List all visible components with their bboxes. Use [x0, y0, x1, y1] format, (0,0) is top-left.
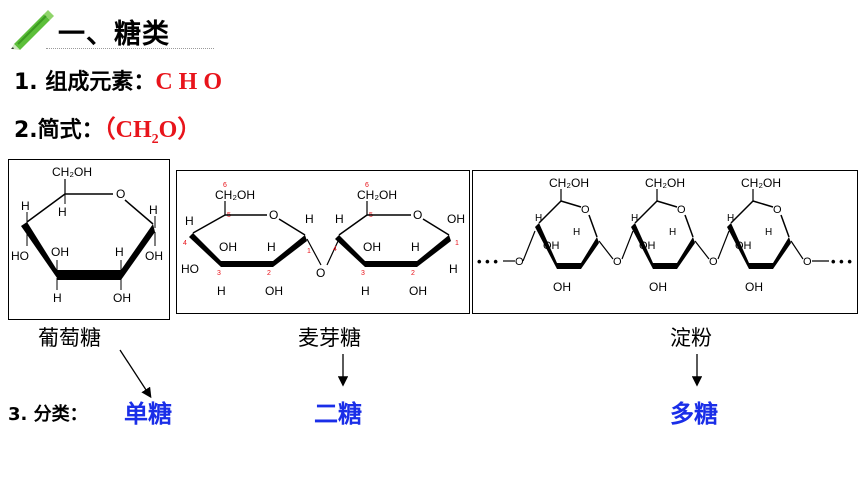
svg-text:H: H — [21, 199, 30, 213]
svg-text:O: O — [613, 256, 622, 268]
svg-text:H: H — [669, 227, 676, 238]
svg-text:3: 3 — [361, 270, 365, 277]
section-title: 一、糖类 — [58, 19, 170, 50]
glucose-structure: CH₂OH O H H HO OH H H OH H OH — [11, 165, 163, 305]
svg-text:H: H — [411, 240, 420, 254]
glucose-name: 葡萄糖 — [38, 326, 101, 350]
svg-text:H: H — [53, 291, 62, 305]
svg-text:OH: OH — [409, 284, 427, 298]
svg-text:CH₂OH: CH₂OH — [215, 188, 255, 202]
svg-text:H: H — [58, 205, 67, 219]
svg-text:H: H — [149, 203, 158, 217]
polysaccharide-label: 多糖 — [670, 400, 718, 428]
glucose-structure-box: CH₂OH O H H HO OH H H OH H OH — [8, 159, 170, 320]
svg-text:O: O — [773, 204, 782, 216]
svg-text:HO: HO — [181, 262, 199, 276]
formula-label: 2.简式： — [14, 118, 104, 143]
maltose-name: 麦芽糖 — [298, 326, 361, 350]
svg-text:OH: OH — [649, 280, 667, 294]
svg-text:H: H — [727, 213, 734, 224]
svg-text:O: O — [413, 208, 422, 222]
svg-text:H: H — [449, 262, 458, 276]
arrow-glucose — [119, 349, 152, 399]
svg-text:OH: OH — [745, 280, 763, 294]
svg-text:1: 1 — [455, 240, 459, 247]
svg-text:4: 4 — [333, 246, 337, 253]
svg-text:CH₂OH: CH₂OH — [357, 188, 397, 202]
svg-text:H: H — [631, 213, 638, 224]
svg-text:OH: OH — [735, 240, 752, 252]
svg-text:OH: OH — [553, 280, 571, 294]
svg-text:CH₂OH: CH₂OH — [549, 176, 589, 190]
svg-text:• • •: • • • — [831, 254, 852, 269]
starch-structure-box: • • • • • • CH₂OH O OH OH H H CH₂OH O — [472, 170, 858, 314]
svg-text:H: H — [267, 240, 276, 254]
svg-text:CH₂OH: CH₂OH — [645, 176, 685, 190]
glucose-ring-o: O — [116, 187, 125, 201]
svg-text:H: H — [535, 213, 542, 224]
svg-text:OH: OH — [639, 240, 656, 252]
svg-text:OH: OH — [113, 291, 131, 305]
svg-text:3: 3 — [217, 270, 221, 277]
svg-text:CH₂OH: CH₂OH — [741, 176, 781, 190]
svg-text:H: H — [765, 227, 772, 238]
svg-text:OH: OH — [447, 212, 465, 226]
elements-value: C H O — [155, 69, 222, 95]
glucose-ch2oh: CH₂OH — [52, 165, 92, 179]
svg-text:H: H — [305, 212, 314, 226]
svg-text:2: 2 — [411, 270, 415, 277]
svg-text:OH: OH — [219, 240, 237, 254]
svg-text:OH: OH — [145, 249, 163, 263]
title-underline — [46, 48, 214, 49]
formula-value: （CH2O） — [103, 117, 202, 147]
svg-text:• • •: • • • — [477, 254, 498, 269]
starch-structure: • • • • • • CH₂OH O OH OH H H CH₂OH O — [477, 176, 852, 294]
svg-text:4: 4 — [183, 240, 187, 247]
svg-text:H: H — [217, 284, 226, 298]
maltose-structure-box: CH₂OH 6 5 O 4 3 2 1 H HO OH H H OH H O C… — [176, 170, 470, 314]
svg-text:O: O — [709, 256, 718, 268]
monosaccharide-label: 单糖 — [124, 400, 172, 428]
svg-text:OH: OH — [265, 284, 283, 298]
svg-text:O: O — [515, 256, 524, 268]
elements-line: 1. 组成元素：C H O — [14, 64, 222, 96]
svg-text:O: O — [677, 204, 686, 216]
pencil-icon — [11, 10, 54, 50]
maltose-structure: CH₂OH 6 5 O 4 3 2 1 H HO OH H H OH H O C… — [181, 182, 465, 298]
svg-text:H: H — [115, 245, 124, 259]
svg-text:OH: OH — [51, 245, 69, 259]
svg-text:OH: OH — [543, 240, 560, 252]
svg-text:H: H — [185, 214, 194, 228]
svg-text:6: 6 — [365, 182, 369, 189]
svg-text:O: O — [581, 204, 590, 216]
disaccharide-label: 二糖 — [314, 400, 362, 428]
classification-label: 3. 分类： — [8, 404, 88, 425]
svg-text:1: 1 — [307, 248, 311, 255]
svg-text:6: 6 — [223, 182, 227, 189]
formula-line: 2.简式：（CH2O） — [14, 109, 201, 148]
svg-text:H: H — [335, 212, 344, 226]
starch-name: 淀粉 — [670, 326, 712, 350]
svg-text:OH: OH — [363, 240, 381, 254]
svg-text:O: O — [269, 208, 278, 222]
svg-text:2: 2 — [267, 270, 271, 277]
svg-text:O: O — [803, 256, 812, 268]
svg-text:O: O — [316, 266, 325, 280]
svg-text:H: H — [573, 227, 580, 238]
svg-text:H: H — [361, 284, 370, 298]
svg-text:HO: HO — [11, 249, 29, 263]
elements-label: 1. 组成元素： — [14, 70, 156, 95]
